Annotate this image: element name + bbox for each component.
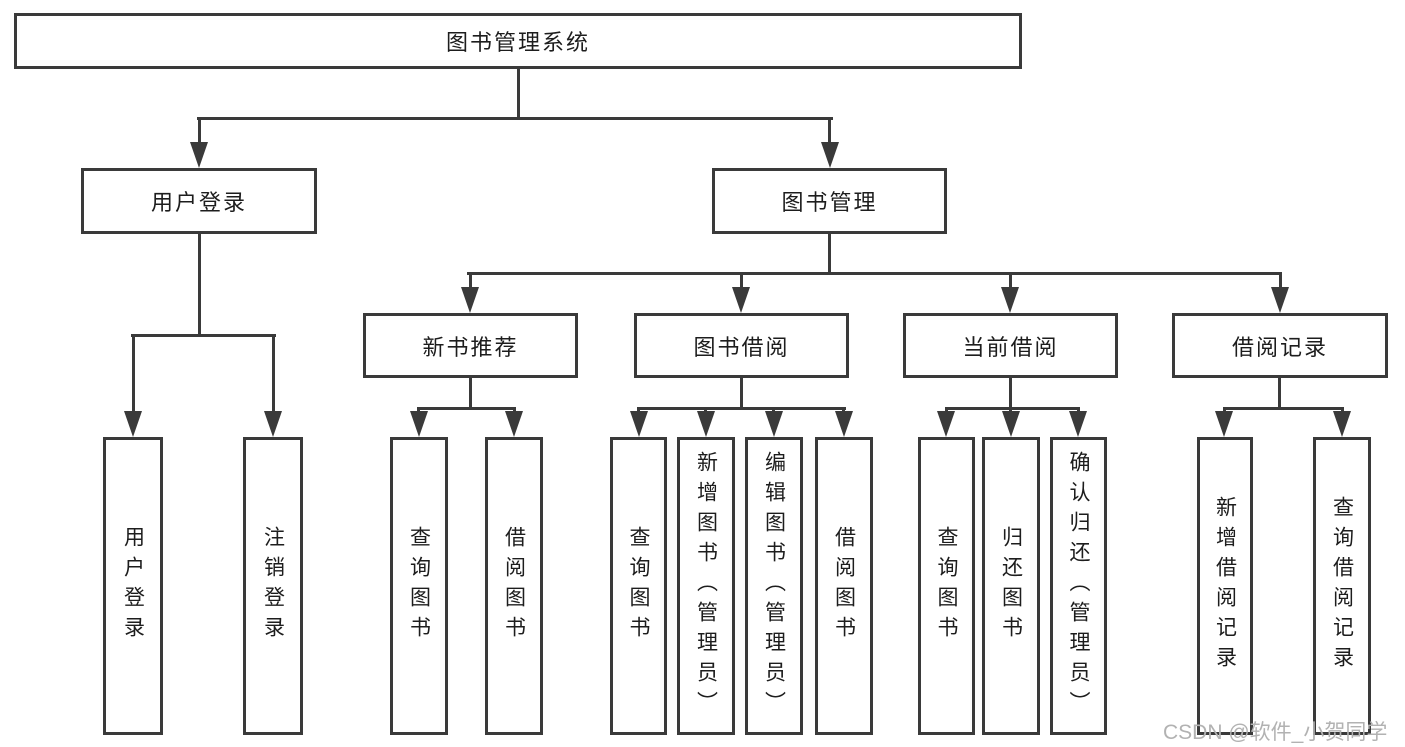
connector-newbook-stem <box>469 378 472 410</box>
leaf-edit-books-admin-label: 编辑图书（管理员） <box>762 451 786 721</box>
leaf-edit-books-admin: 编辑图书（管理员） <box>745 437 803 735</box>
node-root: 图书管理系统 <box>14 13 1022 69</box>
node-book-borrowing-label: 图书借阅 <box>693 334 790 360</box>
node-root-label: 图书管理系统 <box>445 30 590 55</box>
arrowhead-currentborrow <box>1001 287 1019 313</box>
leaf-return-books: 归还图书 <box>982 437 1040 735</box>
leaf-logout-label: 注销登录 <box>261 526 285 646</box>
connector-stub <box>1077 407 1080 413</box>
connector-currentborrow-stem <box>1009 378 1012 410</box>
arrowhead-logout-leaf <box>264 411 282 437</box>
arrowhead-leaf <box>697 411 715 437</box>
connector-bookmgmt-split <box>467 272 1281 275</box>
node-borrowing-records: 借阅记录 <box>1172 313 1388 378</box>
leaf-user-login: 用户登录 <box>103 437 163 735</box>
node-book-management: 图书管理 <box>712 168 947 234</box>
connector-root-stem <box>517 68 520 120</box>
arrowhead-login-leaf <box>124 411 142 437</box>
arrowhead-leaf <box>630 411 648 437</box>
connector-newbook-split <box>418 407 516 410</box>
leaf-query-books-3-label: 查询图书 <box>935 526 958 646</box>
connector-userlogin-stem <box>198 234 201 337</box>
leaf-user-login-label: 用户登录 <box>121 526 145 646</box>
connector-to-user-login <box>198 117 201 143</box>
arrowhead-leaf <box>835 411 853 437</box>
connector-bookmgmt-stem <box>828 234 831 275</box>
leaf-logout: 注销登录 <box>243 437 303 735</box>
connector-stub <box>1009 407 1012 413</box>
connector-to-currentborrow <box>1009 272 1012 289</box>
connector-to-logout-leaf <box>272 334 275 411</box>
leaf-query-borrow-record-label: 查询借阅记录 <box>1330 496 1354 676</box>
leaf-borrow-books-1-label: 借阅图书 <box>502 526 526 646</box>
connector-stub <box>1223 407 1226 413</box>
connector-borrowrecord-split <box>1223 407 1344 410</box>
connector-to-book-mgmt <box>828 117 831 143</box>
arrowhead-leaf <box>937 411 955 437</box>
connector-borrowrecord-stem <box>1278 378 1281 410</box>
leaf-borrow-books-2: 借阅图书 <box>815 437 873 735</box>
arrowhead-newbook <box>461 287 479 313</box>
connector-stub <box>1341 407 1344 413</box>
connector-to-borrowrecord <box>1279 272 1282 289</box>
leaf-borrow-books-2-label: 借阅图书 <box>832 526 856 646</box>
arrowhead-leaf <box>410 411 428 437</box>
leaf-query-books-2: 查询图书 <box>610 437 667 735</box>
leaf-add-borrow-record-label: 新增借阅记录 <box>1213 496 1237 676</box>
node-user-login: 用户登录 <box>81 168 317 234</box>
node-current-borrowing-label: 当前借阅 <box>962 334 1059 360</box>
arrowhead-leaf <box>505 411 523 437</box>
leaf-query-books-1: 查询图书 <box>390 437 448 735</box>
arrowhead-bookborrow <box>732 287 750 313</box>
leaf-add-books-admin: 新增图书（管理员） <box>677 437 735 735</box>
leaf-add-borrow-record: 新增借阅记录 <box>1197 437 1253 735</box>
leaf-query-books-1-label: 查询图书 <box>407 526 431 646</box>
leaf-query-books-3: 查询图书 <box>918 437 975 735</box>
connector-to-newbook <box>469 272 472 289</box>
leaf-return-books-label: 归还图书 <box>999 526 1023 646</box>
node-new-book-recommend-label: 新书推荐 <box>422 334 519 360</box>
leaf-borrow-books-1: 借阅图书 <box>485 437 543 735</box>
connector-currentborrow-split <box>945 407 1080 410</box>
leaf-query-books-2-label: 查询图书 <box>627 526 650 646</box>
connector-stub <box>513 407 516 413</box>
arrowhead-leaf <box>1333 411 1351 437</box>
connector-bookborrow-stem <box>740 378 743 410</box>
arrowhead-book-mgmt <box>821 142 839 168</box>
connector-stub <box>772 407 775 413</box>
arrowhead-leaf <box>1002 411 1020 437</box>
connector-root-split <box>197 117 833 120</box>
connector-to-bookborrow <box>740 272 743 289</box>
node-book-borrowing: 图书借阅 <box>634 313 849 378</box>
node-borrowing-records-label: 借阅记录 <box>1231 334 1328 360</box>
connector-stub <box>704 407 707 413</box>
leaf-query-borrow-record: 查询借阅记录 <box>1313 437 1371 735</box>
leaf-confirm-return-admin: 确认归还（管理员） <box>1050 437 1107 735</box>
arrowhead-user-login <box>190 142 208 168</box>
connector-stub <box>945 407 948 413</box>
leaf-confirm-return-admin-label: 确认归还（管理员） <box>1067 451 1090 721</box>
arrowhead-borrowrecord <box>1271 287 1289 313</box>
connector-stub <box>842 407 845 413</box>
connector-stub <box>637 407 640 413</box>
arrowhead-leaf <box>1069 411 1087 437</box>
connector-userlogin-split <box>131 334 276 337</box>
csdn-watermark: CSDN @软件_小贺同学 <box>1163 721 1388 744</box>
node-current-borrowing: 当前借阅 <box>903 313 1118 378</box>
node-new-book-recommend: 新书推荐 <box>363 313 578 378</box>
connector-to-login-leaf <box>132 334 135 411</box>
arrowhead-leaf <box>765 411 783 437</box>
connector-bookborrow-split <box>637 407 846 410</box>
arrowhead-leaf <box>1215 411 1233 437</box>
leaf-add-books-admin-label: 新增图书（管理员） <box>694 451 718 721</box>
node-user-login-label: 用户登录 <box>150 190 247 215</box>
connector-stub <box>417 407 420 413</box>
node-book-management-label: 图书管理 <box>781 190 878 215</box>
